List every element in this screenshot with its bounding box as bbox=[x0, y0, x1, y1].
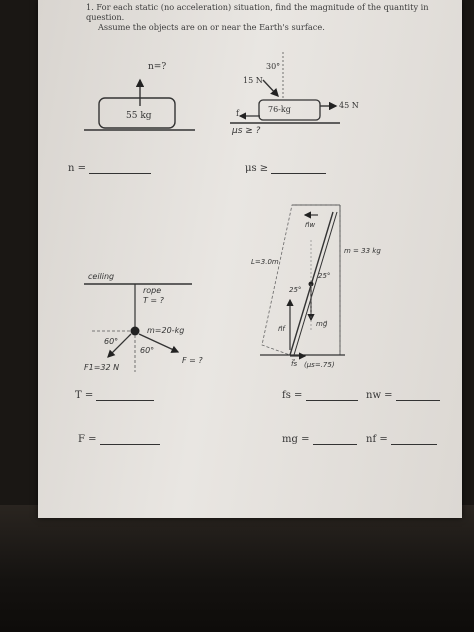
angle-top-label: 25° bbox=[318, 272, 331, 280]
question-text: 1. For each static (no acceleration) sit… bbox=[86, 2, 462, 32]
angle-right-label: 60° bbox=[140, 346, 155, 355]
floor-normal-label: n⃗f bbox=[278, 325, 285, 333]
mass-label: 55 kg bbox=[126, 111, 152, 121]
angle-left-label: 60° bbox=[104, 337, 119, 346]
answer-fs[interactable]: fs = bbox=[282, 390, 358, 401]
tension-label: T = ? bbox=[143, 296, 164, 305]
wall-normal-label: n⃗w bbox=[305, 221, 316, 229]
answer-mg[interactable]: mg = bbox=[282, 434, 357, 445]
question-line-1: 1. For each static (no acceleration) sit… bbox=[86, 2, 429, 22]
figure-1 bbox=[84, 78, 195, 131]
ceiling-label: ceiling bbox=[88, 272, 115, 281]
answer-nf[interactable]: nf = bbox=[366, 434, 437, 445]
ladder-mass-label: m = 33 kg bbox=[344, 247, 381, 255]
question-line-2: Assume the objects are on or near the Ea… bbox=[98, 22, 325, 32]
answer-nf-blank[interactable] bbox=[390, 435, 437, 445]
answer-fs-blank[interactable] bbox=[305, 391, 358, 401]
answer-n-blank[interactable] bbox=[89, 164, 152, 174]
pull-force-label: 45 N bbox=[339, 101, 359, 110]
angle-mid-label: 25° bbox=[289, 286, 302, 294]
answer-nw-blank[interactable] bbox=[395, 391, 440, 401]
weight-label: mg⃗ bbox=[316, 320, 328, 328]
mu-value-label: (μs=.75) bbox=[304, 361, 335, 369]
answer-n[interactable]: n = bbox=[68, 163, 152, 174]
force-f1-label: F1=32 N bbox=[84, 363, 120, 372]
answer-t[interactable]: T = bbox=[75, 390, 155, 401]
hanging-mass-label: m=20-kg bbox=[147, 326, 185, 335]
answer-mu[interactable]: μs ≥ bbox=[245, 163, 327, 174]
figure-4 bbox=[260, 204, 345, 360]
answer-f-blank[interactable] bbox=[99, 435, 160, 445]
worksheet-page bbox=[38, 0, 462, 518]
force-f-label: F = ? bbox=[182, 356, 203, 365]
answer-mu-blank[interactable] bbox=[271, 164, 327, 174]
friction-label: f bbox=[236, 109, 239, 118]
angle-label: 30° bbox=[266, 62, 281, 71]
ladder-length-label: L=3.0m bbox=[251, 258, 279, 266]
answer-nw[interactable]: nw = bbox=[366, 390, 440, 401]
rope-label: rope bbox=[143, 286, 162, 295]
answer-t-blank[interactable] bbox=[96, 391, 155, 401]
box-mass-label: 76-kg bbox=[268, 105, 291, 114]
figure-2 bbox=[230, 52, 340, 124]
figure-3 bbox=[84, 283, 192, 372]
answer-mg-blank[interactable] bbox=[312, 435, 357, 445]
table-surface bbox=[0, 505, 474, 632]
floor-friction-label: f⃗s bbox=[291, 360, 298, 368]
push-force-label: 15 N bbox=[243, 76, 263, 85]
mu-query-label: μs ≥ ? bbox=[232, 126, 261, 136]
answer-f[interactable]: F = bbox=[78, 434, 160, 445]
normal-force-label: n=? bbox=[148, 62, 167, 72]
